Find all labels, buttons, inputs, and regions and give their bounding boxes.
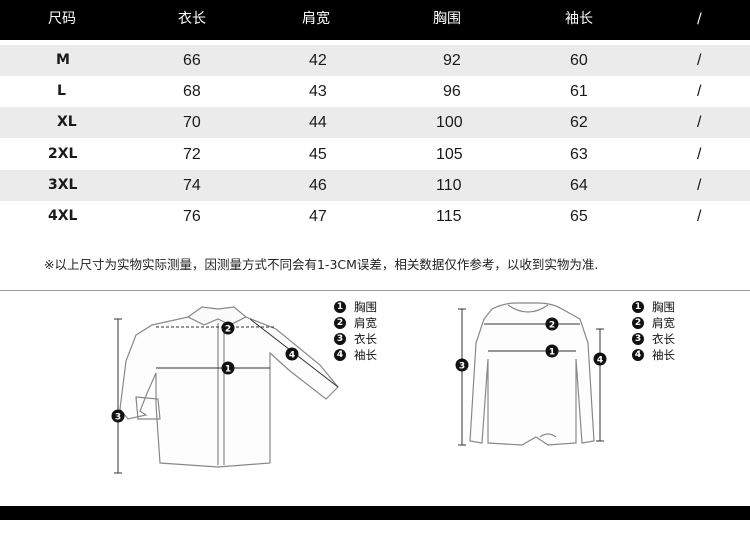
table-row: M 66 42 92 60 / xyxy=(0,45,750,76)
number-badge: 2 xyxy=(632,317,644,329)
header-length: 衣长 xyxy=(178,11,206,27)
size-cell: 2XL xyxy=(48,146,78,162)
length-cell: 74 xyxy=(183,177,201,194)
extra-cell: / xyxy=(697,114,702,131)
sleeve-cell: 64 xyxy=(570,177,588,194)
sleeve-cell: 60 xyxy=(570,52,588,69)
extra-cell: / xyxy=(697,83,702,100)
extra-cell: / xyxy=(697,177,702,194)
sleeve-cell: 61 xyxy=(570,83,588,100)
number-badge: 2 xyxy=(334,317,346,329)
length-marker: 3 xyxy=(111,409,125,423)
sweater-diagram: 1 2 3 4 xyxy=(455,302,607,446)
svg-text:4: 4 xyxy=(289,351,295,361)
shoulder-cell: 46 xyxy=(309,177,327,194)
header-shoulder: 肩宽 xyxy=(302,11,330,27)
number-badge: 4 xyxy=(334,349,346,361)
number-badge: 3 xyxy=(334,333,346,345)
chest-cell: 96 xyxy=(443,83,461,100)
shoulder-cell: 43 xyxy=(309,83,327,100)
svg-text:1: 1 xyxy=(549,348,555,358)
shoulder-cell: 45 xyxy=(309,146,327,163)
chest-cell: 100 xyxy=(436,114,463,131)
number-badge: 4 xyxy=(632,349,644,361)
svg-text:2: 2 xyxy=(549,321,555,331)
number-badge: 1 xyxy=(334,301,346,313)
footer-bar xyxy=(0,506,750,520)
chest-marker: 1 xyxy=(221,361,235,375)
size-cell: 4XL xyxy=(48,208,78,224)
size-cell: M xyxy=(56,52,70,68)
svg-text:4: 4 xyxy=(597,356,603,366)
size-cell: XL xyxy=(57,114,77,130)
size-table-header: 尺码 衣长 肩宽 胸围 袖长 / xyxy=(0,0,750,40)
sleeve-marker: 4 xyxy=(593,352,607,366)
extra-cell: / xyxy=(697,52,702,69)
sleeve-marker: 4 xyxy=(285,347,299,361)
svg-text:1: 1 xyxy=(225,365,231,375)
shirt-diagram: 1 2 3 4 xyxy=(111,306,339,474)
header-chest: 胸围 xyxy=(433,11,461,27)
number-badge: 3 xyxy=(632,333,644,345)
chest-cell: 92 xyxy=(443,52,461,69)
chest-marker: 1 xyxy=(545,344,559,358)
measurement-note: ※以上尺寸为实物实际测量，因测量方式不同会有1-3CM误差，相关数据仅作参考，以… xyxy=(44,257,599,272)
sleeve-cell: 62 xyxy=(570,114,588,131)
extra-cell: / xyxy=(697,208,702,225)
chest-cell: 105 xyxy=(436,146,463,163)
svg-text:2: 2 xyxy=(225,325,231,335)
size-cell: L xyxy=(57,83,66,99)
header-extra: / xyxy=(697,11,702,27)
table-row: XL 70 44 100 62 / xyxy=(0,107,750,138)
shoulder-cell: 44 xyxy=(309,114,327,131)
shoulder-marker: 2 xyxy=(221,321,235,335)
shoulder-cell: 47 xyxy=(309,208,327,225)
extra-cell: / xyxy=(697,146,702,163)
shoulder-marker: 2 xyxy=(545,317,559,331)
table-row: 3XL 74 46 110 64 / xyxy=(0,170,750,201)
length-cell: 76 xyxy=(183,208,201,225)
sleeve-cell: 63 xyxy=(570,146,588,163)
table-row: 4XL 76 47 115 65 / xyxy=(0,201,750,232)
chest-cell: 115 xyxy=(436,208,462,225)
length-marker: 3 xyxy=(455,358,469,372)
section-divider xyxy=(0,290,750,291)
table-row: L 68 43 96 61 / xyxy=(0,76,750,107)
length-cell: 66 xyxy=(183,52,201,69)
length-cell: 70 xyxy=(183,114,201,131)
svg-text:3: 3 xyxy=(459,362,465,372)
chest-cell: 110 xyxy=(436,177,462,194)
header-size: 尺码 xyxy=(48,11,76,27)
svg-text:3: 3 xyxy=(115,413,121,423)
header-sleeve: 袖长 xyxy=(565,11,593,27)
sleeve-cell: 65 xyxy=(570,208,588,225)
length-cell: 72 xyxy=(183,146,201,163)
number-badge: 1 xyxy=(632,301,644,313)
shoulder-cell: 42 xyxy=(309,52,327,69)
length-cell: 68 xyxy=(183,83,201,100)
size-cell: 3XL xyxy=(48,177,78,193)
table-row: 2XL 72 45 105 63 / xyxy=(0,139,750,170)
